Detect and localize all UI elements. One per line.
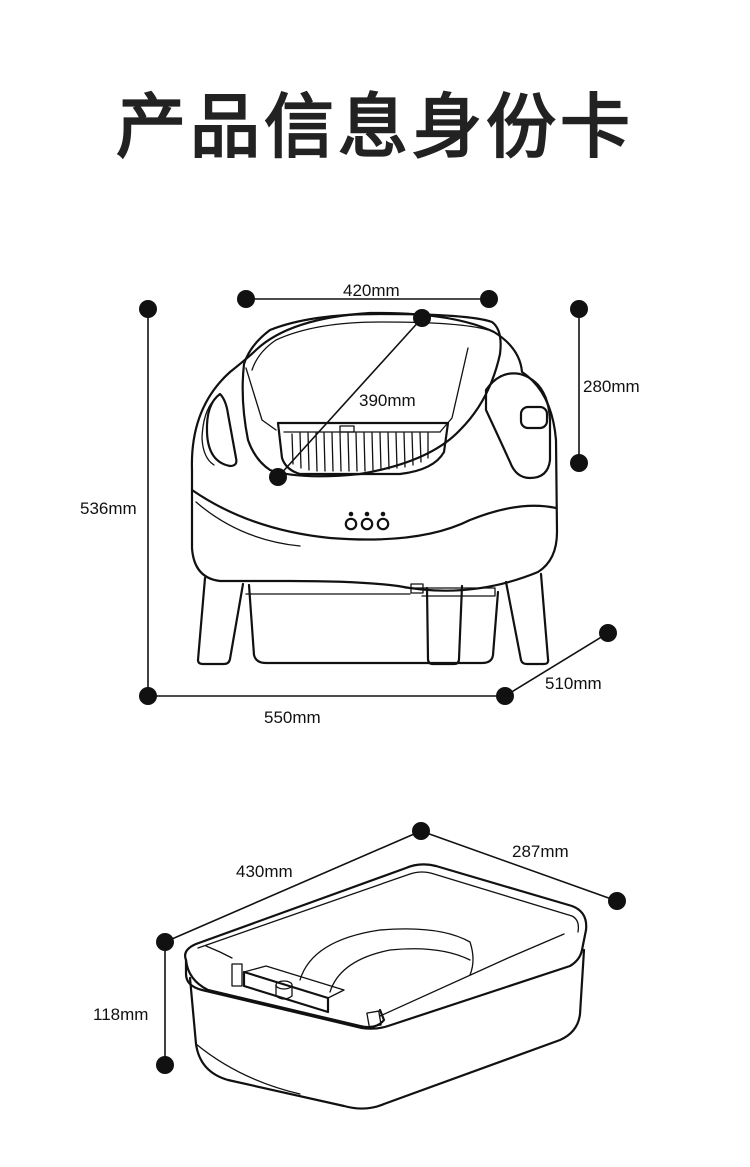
indicator-lights: [344, 511, 390, 531]
base-width-dimension: 550mm: [148, 687, 514, 727]
tray-length-dimension: 430mm: [156, 822, 430, 951]
side-height-dimension: 280mm: [570, 300, 640, 472]
total-height-dimension: 536mm: [80, 300, 157, 705]
indicator-light-icon: [376, 511, 390, 531]
page-title: 产品信息身份卡: [116, 86, 634, 168]
top-opening: [241, 312, 502, 478]
diagonal-dimension: 390mm: [269, 309, 431, 486]
body-shell: [190, 311, 559, 592]
top-width-dimension: 420mm: [237, 281, 498, 308]
vent-grill: [283, 425, 441, 472]
diagonal-label: 390mm: [359, 391, 416, 410]
depth-dimension: 510mm: [504, 624, 617, 697]
litter-box-illustration: [190, 311, 559, 666]
right-handle: [519, 405, 549, 430]
tray-width-label: 287mm: [512, 842, 569, 861]
front-right-leg: [425, 584, 464, 666]
side-height-label: 280mm: [583, 377, 640, 396]
tray-width-dimension: 287mm: [420, 830, 626, 910]
indicator-light-icon: [344, 511, 358, 531]
bottom-drawer: [247, 583, 500, 665]
tray-rim: [184, 863, 588, 1030]
back-right-leg: [504, 572, 550, 666]
total-height-label: 536mm: [80, 499, 137, 518]
tray-length-label: 430mm: [236, 862, 293, 881]
top-width-label: 420mm: [343, 281, 400, 300]
tray-height-dimension: 118mm: [93, 942, 174, 1074]
indicator-light-icon: [360, 511, 374, 531]
depth-label: 510mm: [545, 674, 602, 693]
tray-height-label: 118mm: [93, 1005, 148, 1024]
tray-illustration: [184, 863, 588, 1110]
tray-body: [188, 948, 586, 1110]
tray-partition: [242, 970, 330, 1014]
left-handle: [205, 392, 238, 468]
front-left-leg: [196, 576, 245, 666]
base-width-label: 550mm: [264, 708, 321, 727]
